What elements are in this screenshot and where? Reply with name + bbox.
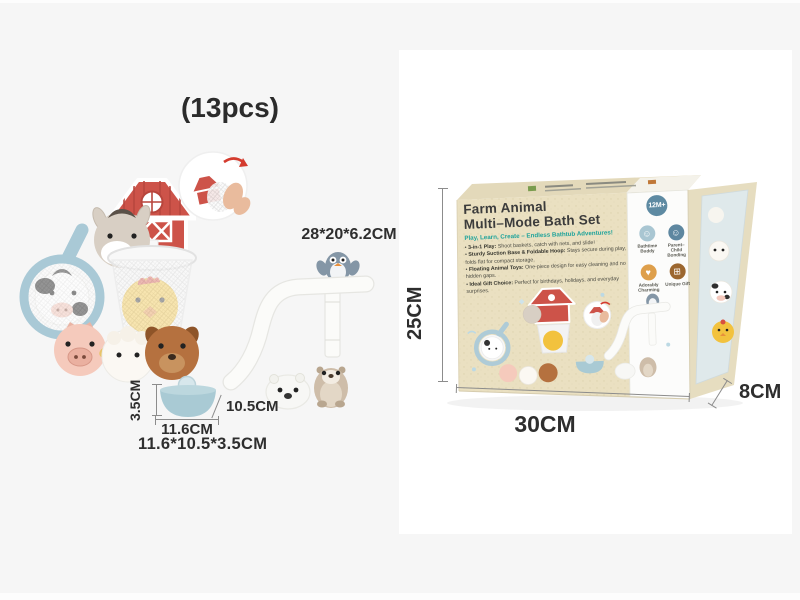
pig-ball <box>54 322 106 376</box>
otter-toy <box>314 366 348 408</box>
box-width-label: 30CM <box>514 411 576 437</box>
pieces-count-label: (13pcs) <box>180 92 280 123</box>
penguin-figure <box>316 252 360 284</box>
barn-hoop-toy <box>92 178 197 334</box>
hoop-net <box>111 259 193 333</box>
boat-width-line <box>155 415 219 425</box>
box-height-label: 25CM <box>404 286 426 340</box>
toy-set-illustration <box>19 151 375 417</box>
box-front-text: Farm Animal Multi–Mode Bath Set Play, Le… <box>463 196 631 297</box>
side-sheep-face <box>708 240 730 262</box>
boat-height-label: 3.5CM <box>127 379 143 421</box>
boat-height-line <box>152 384 162 416</box>
gift-icon: ⊞ <box>668 263 686 281</box>
box-front-scene <box>467 287 671 385</box>
slide-toy <box>222 252 375 391</box>
feature-bathtime-buddy: ☺ Bathtime Buddy <box>633 225 661 259</box>
box-feature-strip: 12M+ ☺ Bathtime Buddy ☺ Parent–Child Bon… <box>630 194 690 293</box>
box-depth-label: 8CM <box>739 381 782 403</box>
slide-size-label: 28*20*6.2CM <box>301 226 397 243</box>
parent-child-icon: ☺ <box>667 224 685 241</box>
packaging-box-illustration <box>447 175 757 411</box>
side-chick-face <box>712 319 734 343</box>
dog-ball <box>145 326 199 380</box>
boat-size-summary-label: 11.6*10.5*3.5CM <box>138 435 268 453</box>
box-side-face <box>688 182 757 399</box>
box-top-face <box>457 175 701 200</box>
bath-buddy-icon: ☺ <box>638 225 656 242</box>
boat-toy <box>160 375 216 417</box>
box-bullet-list: 3-in-1 Play: Shoot baskets, catch with n… <box>465 238 631 296</box>
top-edge-strip <box>0 0 800 3</box>
age-badge: 12M+ <box>645 194 668 217</box>
seal-toy <box>265 373 311 410</box>
fold-demo-inset <box>178 151 251 221</box>
feature-parent-child: ☺ Parent–Child Bonding <box>662 224 690 258</box>
boat-depth-label: 10.5CM <box>226 398 279 415</box>
feature-grid: ☺ Bathtime Buddy ☺ Parent–Child Bonding … <box>633 224 690 293</box>
net-pan-toy <box>19 223 105 340</box>
box-height-line <box>438 188 448 382</box>
bottom-edge-strip <box>0 593 800 600</box>
heart-icon: ♥ <box>639 264 657 282</box>
feature-charming: ♥ Adorably Charming <box>634 264 662 293</box>
side-cow-face <box>709 280 733 304</box>
box-shadow <box>447 395 743 411</box>
boat-width-label: 11.6CM <box>161 421 213 438</box>
feature-unique-gift: ⊞ Unique Gift <box>663 263 691 292</box>
